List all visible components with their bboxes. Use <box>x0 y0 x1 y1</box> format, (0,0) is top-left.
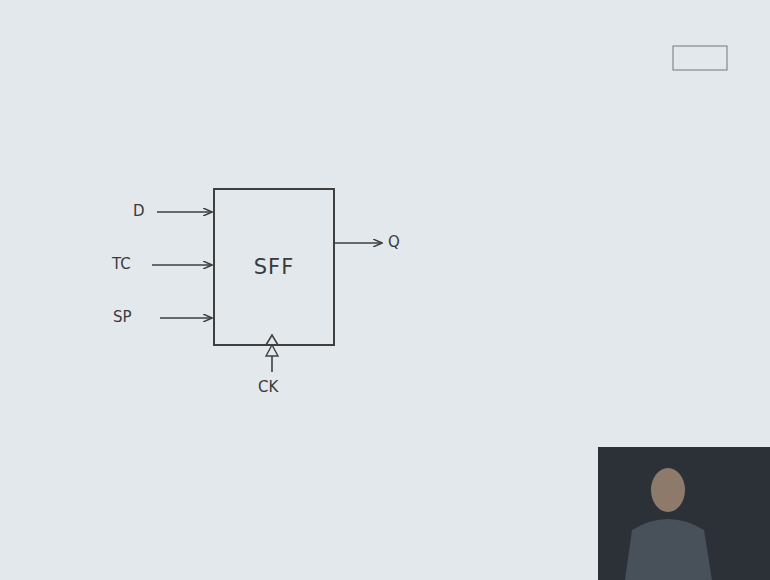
signal-name: Q <box>388 235 400 250</box>
signal-name: D <box>133 204 145 219</box>
signal-name: TC <box>112 257 131 272</box>
clock-wire <box>271 356 273 372</box>
signal-name: SP <box>113 310 132 325</box>
presenter-head <box>651 468 685 512</box>
input-wire <box>152 264 212 266</box>
block-name: SFF <box>254 255 295 279</box>
clock-arrowhead <box>266 345 278 356</box>
signal-name: CK <box>258 380 278 395</box>
logo-stamp <box>673 46 727 70</box>
presenter-body <box>625 519 712 580</box>
output-wire <box>334 242 382 244</box>
clock-marker <box>266 335 278 345</box>
presenter-video <box>598 447 770 580</box>
input-wire <box>160 317 212 319</box>
flip-flop-box: SFF <box>213 188 335 346</box>
input-wire <box>157 211 212 213</box>
